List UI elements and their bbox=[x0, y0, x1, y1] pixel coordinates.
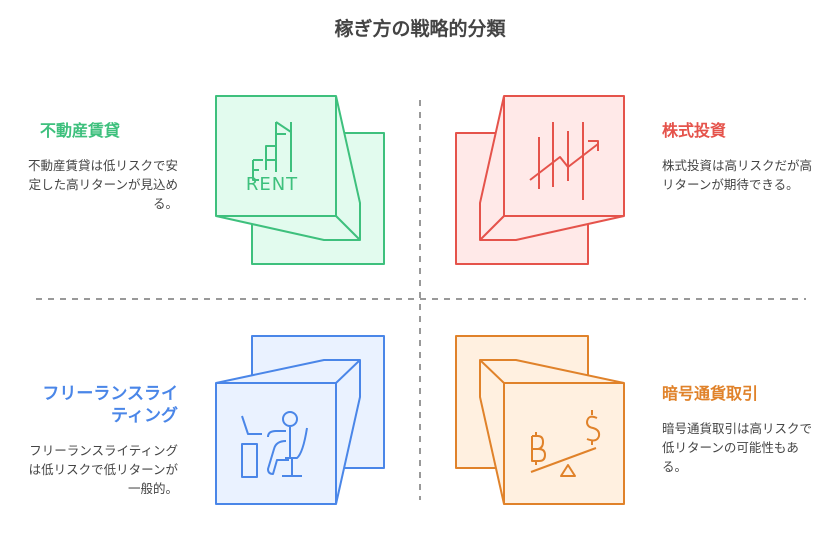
rent-building-icon: RENT bbox=[246, 121, 298, 195]
quadrant-stocks: 株式投資 株式投資は高リスクだが高リターンが期待できる。 bbox=[662, 120, 812, 194]
quadrant-freelance: フリーランスライティング フリーランスライティングは低リスクで低リターンが一般的… bbox=[28, 383, 178, 498]
stocks-description: 株式投資は高リスクだが高リターンが期待できる。 bbox=[662, 158, 813, 192]
freelance-cube bbox=[215, 335, 385, 505]
freelance-description: フリーランスライティングは低リスクで低リターンが一般的。 bbox=[28, 443, 178, 496]
diagram-title: 稼ぎ方の戦略的分類 bbox=[334, 18, 506, 40]
rent-cube: RENT bbox=[215, 95, 385, 265]
rent-heading: 不動産賃貸 bbox=[40, 121, 121, 140]
rent-description: 不動産賃貸は低リスクで安定した高リターンが見込める。 bbox=[28, 158, 179, 211]
stock-chart-icon bbox=[529, 122, 599, 200]
quadrant-crypto: 暗号通貨取引 暗号通貨取引は高リスクで低リターンの可能性もある。 bbox=[662, 383, 812, 476]
person-at-desk-icon bbox=[241, 411, 308, 478]
svg-text:RENT: RENT bbox=[246, 174, 298, 195]
stock-cube bbox=[455, 95, 625, 265]
crypto-balance-icon bbox=[530, 410, 601, 477]
crypto-heading: 暗号通貨取引 bbox=[662, 384, 759, 403]
stocks-heading: 株式投資 bbox=[662, 121, 727, 140]
crypto-description: 暗号通貨取引は高リスクで低リターンの可能性もある。 bbox=[662, 421, 813, 474]
crypto-cube bbox=[455, 335, 625, 505]
freelance-heading: フリーランスライティング bbox=[42, 384, 178, 426]
quadrant-rent: 不動産賃貸 不動産賃貸は低リスクで安定した高リターンが見込める。 bbox=[28, 120, 178, 213]
